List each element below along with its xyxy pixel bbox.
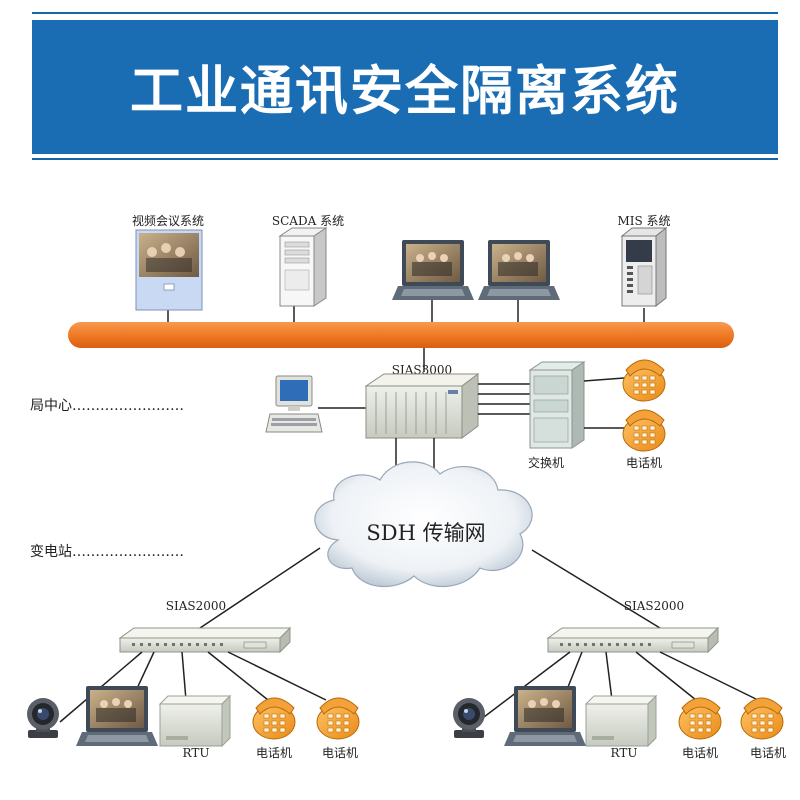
rtu-label-1: RTU [183, 746, 210, 760]
sias2000-label-1: SIAS2000 [166, 599, 226, 613]
laptop-icon [76, 686, 158, 746]
header-bottom-rule [32, 158, 778, 160]
page-title: 工业通讯安全隔离系统 [130, 61, 680, 122]
phone-icon [622, 409, 666, 452]
header-band [32, 20, 778, 154]
substation-label: 变电站…………………… [30, 544, 184, 560]
sias2000-device-icon [547, 627, 719, 653]
camera-icon [27, 698, 59, 738]
bureau-center-label: 局中心…………………… [30, 398, 184, 414]
laptop-icon [392, 240, 474, 300]
phone-icon [740, 697, 784, 740]
laptop-icon [478, 240, 560, 300]
switch-label: 交换机 [528, 455, 564, 470]
phone-label-1a: 电话机 [256, 746, 292, 760]
mis-label: MIS 系统 [617, 214, 670, 228]
phone-label-2b: 电话机 [750, 746, 786, 760]
phone-label-2a: 电话机 [682, 746, 718, 760]
scada-server-icon [278, 227, 328, 307]
network-bus [68, 322, 734, 348]
sias3000-device-icon [364, 373, 480, 439]
header-top-rule [32, 12, 778, 14]
switch-cabinet-icon [528, 361, 586, 449]
phone-icon [622, 359, 666, 402]
camera-icon [453, 698, 485, 738]
phone-icon [316, 697, 360, 740]
sdh-network-label: SDH 传输网 [366, 521, 485, 545]
rtu-icon [585, 695, 657, 747]
laptop-icon [504, 686, 586, 746]
scada-label: SCADA 系统 [272, 214, 344, 228]
workstation-icon [265, 375, 323, 433]
phone-icon [678, 697, 722, 740]
phone-label: 电话机 [626, 456, 662, 470]
mis-server-icon [620, 226, 668, 308]
phone-label-1b: 电话机 [322, 746, 358, 760]
video-conference-label: 视频会议系统 [132, 213, 204, 228]
sias2000-device-icon [119, 627, 291, 653]
rtu-icon [159, 695, 231, 747]
phone-icon [252, 697, 296, 740]
sdh-cloud-icon [314, 461, 533, 588]
title-banner: 工业通讯安全隔离系统 [32, 12, 778, 162]
rtu-label-2: RTU [611, 746, 638, 760]
video-conference-icon [135, 229, 203, 311]
sias2000-label-2: SIAS2000 [624, 599, 684, 613]
